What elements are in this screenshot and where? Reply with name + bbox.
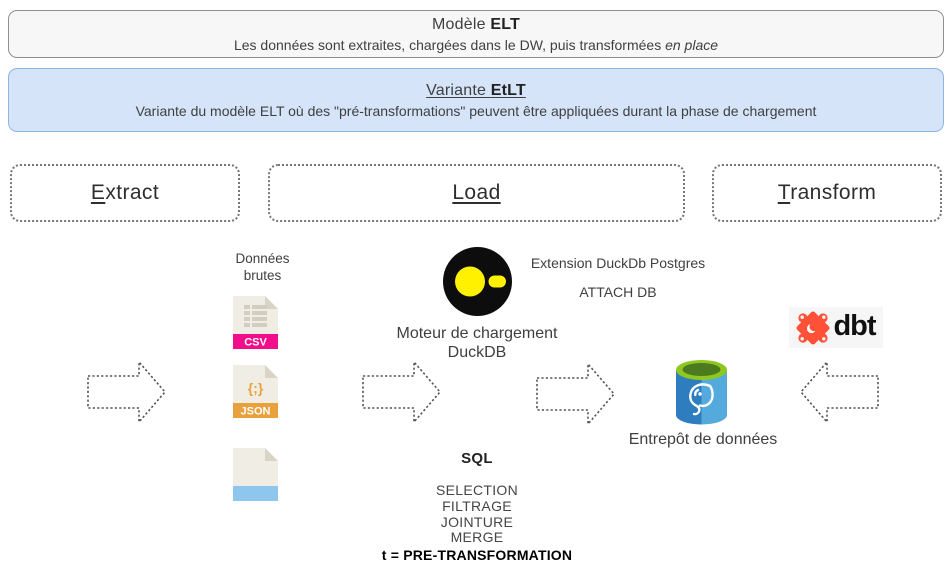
- dbt-logo: dbt: [789, 307, 883, 348]
- sql-operations-list: SELECTION FILTRAGE JOINTURE MERGE: [377, 482, 577, 546]
- banner-modele-elt: Modèle ELT Les données sont extraites, c…: [8, 10, 944, 58]
- raw-data-label-line2: brutes: [243, 268, 282, 283]
- sql-operations-block: SQL SELECTION FILTRAGE JOINTURE MERGE t …: [377, 450, 577, 563]
- banner-elt-title-bold: ELT: [490, 16, 520, 33]
- dbt-logo-text: dbt: [833, 309, 876, 342]
- phase-box-transform: Transform: [712, 164, 942, 222]
- banner-elt-desc-plain: Les données sont extraites, chargées dan…: [233, 37, 666, 53]
- csv-file-glyph: CSV: [233, 296, 278, 349]
- banner-elt-title-prefix: Modèle: [432, 16, 491, 33]
- banner-elt-title: Modèle ELT: [9, 16, 943, 34]
- extension-note-line1: Extension DuckDb Postgres: [530, 255, 706, 271]
- duckdb-caption-line1: Moteur de chargement: [396, 325, 558, 342]
- phase-extract-lead: E: [90, 181, 106, 204]
- duckdb-caption: Moteur de chargement DuckDB: [367, 324, 587, 362]
- phase-label-load: Load: [452, 181, 500, 205]
- svg-text:JSON: JSON: [241, 406, 271, 418]
- raw-data-label: Données brutes: [205, 250, 320, 284]
- dbt-logo-icon: [796, 311, 830, 344]
- duckdb-logo-icon: [443, 247, 512, 321]
- banner-etlt-description: Variante du modèle ELT où des "pré-trans…: [135, 103, 817, 119]
- sql-pretransformation-note: t = PRE-TRANSFORMATION: [381, 546, 573, 563]
- phase-label-extract: Extract: [91, 181, 159, 205]
- sql-op: SELECTION: [435, 482, 519, 498]
- plain-file-icon: [233, 448, 278, 501]
- banner-etlt-title: Variante EtLT: [9, 82, 943, 100]
- svg-text:CSV: CSV: [244, 337, 267, 349]
- phase-extract-rest: xtract: [105, 181, 160, 204]
- duckdb-caption-line2: DuckDB: [447, 344, 507, 361]
- banner-elt-description: Les données sont extraites, chargées dan…: [9, 37, 943, 53]
- phase-box-extract: Extract: [10, 164, 240, 222]
- flow-arrow-right-3: [536, 361, 616, 431]
- sql-op: FILTRAGE: [442, 497, 512, 514]
- banner-etlt-title-prefix: Variante: [426, 82, 491, 99]
- json-file-glyph: {;} JSON: [233, 365, 278, 418]
- banner-variante-etlt: Variante EtLT Variante du modèle ELT où …: [8, 68, 944, 132]
- warehouse-caption: Entrepôt de données: [628, 431, 778, 448]
- json-file-icon: {;} JSON: [233, 365, 278, 418]
- phase-box-load: Load: [268, 164, 685, 222]
- phase-label-transform: Transform: [778, 181, 877, 205]
- csv-file-icon: CSV: [233, 296, 278, 349]
- svg-text:{;}: {;}: [248, 380, 264, 396]
- phase-load-lead: Load: [452, 181, 501, 204]
- raw-data-label-line1: Données: [235, 251, 290, 266]
- phase-transform-rest: ransform: [790, 181, 877, 204]
- banner-elt-desc-italic: en place: [665, 37, 719, 53]
- flow-arrow-right-2: [362, 359, 442, 429]
- flow-arrow-right-1: [87, 359, 167, 429]
- phase-transform-lead: T: [777, 181, 791, 204]
- banner-etlt-title-bold: EtLT: [490, 82, 526, 99]
- sql-op: JOINTURE: [440, 513, 514, 530]
- extension-note: Extension DuckDb Postgres ATTACH DB: [518, 255, 718, 300]
- extension-note-line2: ATTACH DB: [579, 284, 657, 300]
- plain-file-glyph: [233, 448, 278, 501]
- flow-arrow-left-dbt: [796, 359, 884, 429]
- sql-op: MERGE: [450, 529, 504, 546]
- sql-title: SQL: [461, 450, 493, 467]
- postgres-database-icon: [674, 359, 729, 431]
